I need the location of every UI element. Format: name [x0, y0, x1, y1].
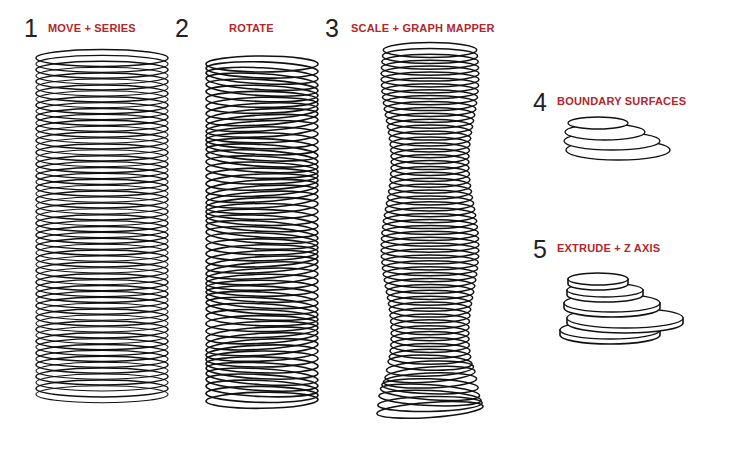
section-curve — [206, 316, 318, 332]
section-curve — [206, 284, 319, 304]
section-curve — [206, 208, 318, 227]
section-curve — [206, 132, 318, 149]
section-curve — [206, 259, 319, 282]
step-number: 5 — [533, 237, 547, 262]
section-curve — [376, 399, 483, 421]
section-curve — [206, 320, 318, 339]
section-curve — [206, 60, 318, 79]
section-curve — [206, 147, 319, 170]
section-curve — [206, 356, 318, 374]
section-curve — [206, 96, 318, 114]
section-curve — [206, 101, 319, 122]
step-title: SCALE + GRAPH MAPPER — [351, 23, 495, 34]
move-series-stack — [36, 50, 168, 403]
scale-stack — [376, 43, 483, 421]
section-curve — [568, 273, 628, 285]
step-number: 1 — [24, 16, 38, 41]
section-curve — [206, 136, 319, 156]
section-curve — [206, 301, 319, 323]
section-curve — [381, 377, 478, 395]
section-curve — [206, 360, 319, 381]
step-number: 3 — [325, 16, 339, 41]
step-title: MOVE + SERIES — [48, 23, 136, 34]
section-curve — [206, 168, 318, 185]
section-curve — [206, 336, 319, 358]
section-curve — [36, 386, 168, 403]
step-number: 4 — [533, 90, 547, 115]
section-curve — [378, 395, 483, 412]
section-curve — [206, 189, 319, 211]
step-title: BOUNDARY SURFACES — [557, 96, 686, 107]
step-title: ROTATE — [229, 23, 274, 34]
section-curve — [206, 112, 319, 135]
section-curve — [206, 172, 318, 192]
section-curve — [206, 371, 319, 394]
section-curve — [206, 56, 318, 72]
section-curve — [386, 359, 474, 377]
section-curve — [206, 77, 319, 99]
rotate-stack — [206, 56, 319, 409]
extruded-discs — [560, 273, 683, 344]
section-curve — [206, 244, 318, 262]
section-curve — [206, 248, 319, 269]
section-curve — [206, 224, 319, 246]
section-curve — [206, 392, 318, 410]
step-title: EXTRUDE + Z AXIS — [557, 243, 660, 254]
step-number: 2 — [175, 16, 189, 41]
section-curve — [568, 117, 628, 129]
section-curve — [206, 280, 318, 297]
boundary-surfaces — [564, 117, 670, 160]
